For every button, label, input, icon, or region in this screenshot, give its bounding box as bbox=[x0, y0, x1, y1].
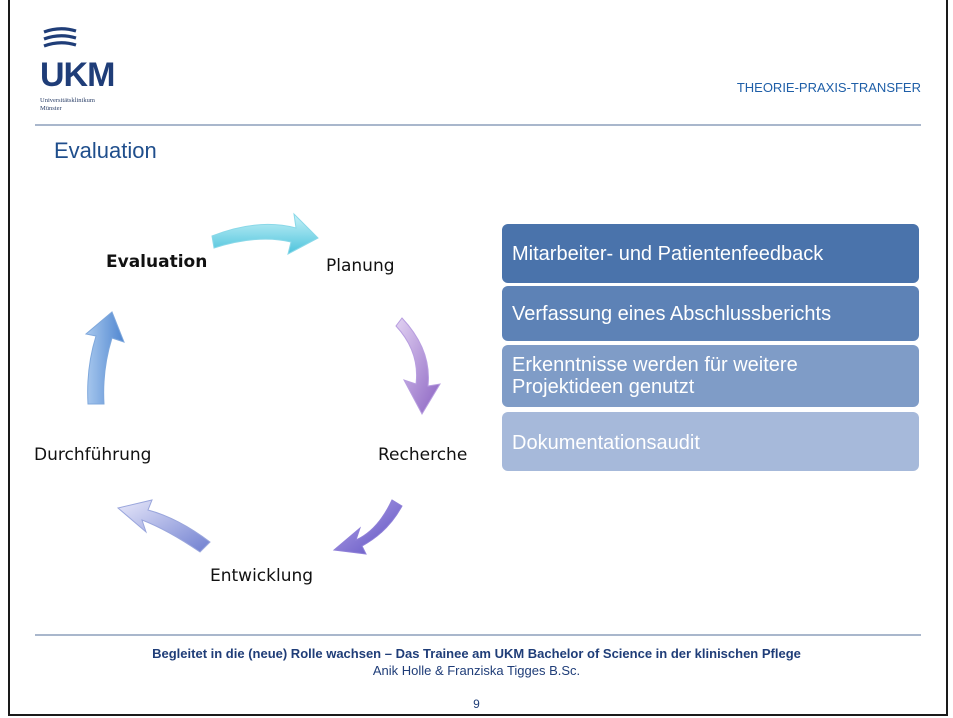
slide-frame bbox=[8, 0, 948, 716]
list-item-projektideen: Erkenntnisse werden für weitere Projekti… bbox=[502, 345, 919, 407]
logo-text: UKM bbox=[40, 56, 115, 94]
page-number: 9 bbox=[473, 697, 480, 711]
arrow-entwicklung-to-durchfuehrung bbox=[116, 499, 211, 553]
footer-authors: Anik Holle & Franziska Tigges B.Sc. bbox=[372, 663, 581, 678]
logo-subtitle-line2: Münster bbox=[40, 105, 62, 112]
logo-subtitle-line1: Universitätsklinikum bbox=[40, 97, 95, 104]
list-item-label: Mitarbeiter- und Patientenfeedback bbox=[512, 242, 824, 265]
ukm-logo: UKM Universitätsklinikum Münster bbox=[40, 27, 144, 125]
logo-subtitle: Universitätsklinikum Münster bbox=[40, 97, 95, 113]
arrow-planung-to-recherche bbox=[395, 317, 441, 416]
list-item-label: Verfassung eines Abschlussberichts bbox=[512, 302, 832, 325]
slide-title: Evaluation bbox=[54, 138, 157, 163]
list-item-dokumentationsaudit: Dokumentationsaudit bbox=[502, 412, 919, 471]
footer-title: Begleitet in die (neue) Rolle wachsen – … bbox=[152, 646, 801, 661]
cycle-label-recherche: Recherche bbox=[378, 445, 468, 465]
logo-waves-icon bbox=[43, 27, 77, 48]
arrow-durchfuehrung-to-evaluation bbox=[84, 311, 125, 405]
cycle-label-planung: Planung bbox=[326, 256, 395, 276]
cycle-label-entwicklung: Entwicklung bbox=[210, 566, 314, 586]
arrow-recherche-to-entwicklung bbox=[332, 499, 403, 555]
list-item-abschlussbericht: Verfassung eines Abschlussberichts bbox=[502, 286, 919, 341]
header-topic: THEORIE-PRAXIS-TRANSFER bbox=[736, 80, 921, 95]
list-item-label: Dokumentationsaudit bbox=[512, 432, 700, 454]
list-item-label: Erkenntnisse werden für weitere Projekti… bbox=[512, 354, 798, 398]
arrow-evaluation-to-planung bbox=[211, 212, 319, 255]
cycle-label-evaluation: Evaluation bbox=[106, 252, 208, 272]
header-divider bbox=[35, 124, 921, 126]
cycle-label-durchfuehrung: Durchführung bbox=[34, 445, 152, 465]
list-item-feedback: Mitarbeiter- und Patientenfeedback bbox=[502, 224, 919, 283]
footer-divider bbox=[35, 634, 921, 636]
